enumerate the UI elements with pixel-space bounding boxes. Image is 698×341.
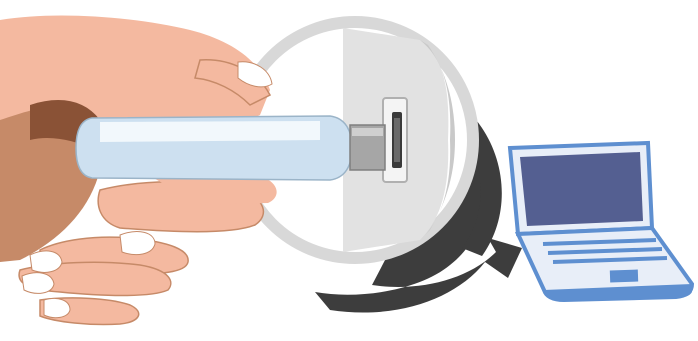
usb-dongle-icon: [76, 116, 385, 180]
laptop-icon: [510, 143, 692, 301]
